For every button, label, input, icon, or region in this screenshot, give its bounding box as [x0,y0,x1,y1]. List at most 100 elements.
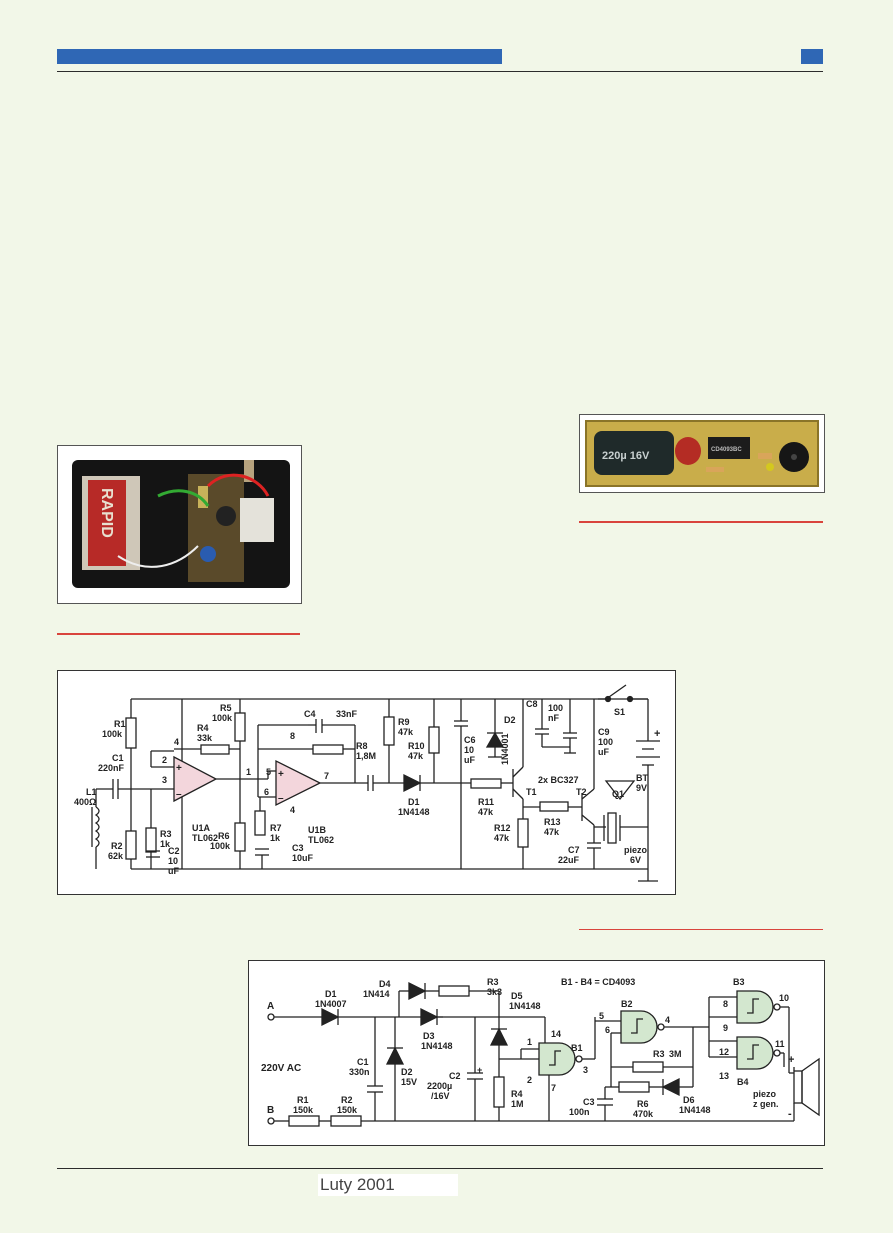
svg-text:uF: uF [598,747,609,757]
svg-text:C2: C2 [449,1071,461,1081]
svg-text:C9: C9 [598,727,610,737]
svg-text:1,8M: 1,8M [356,751,376,761]
capacitor-marking: 220µ 16V [602,450,650,462]
svg-text:R1: R1 [297,1095,309,1105]
svg-text:+: + [654,728,660,740]
svg-text:C1: C1 [357,1057,369,1067]
svg-text:C1: C1 [112,753,124,763]
svg-text:R12: R12 [494,823,511,833]
svg-text:R4: R4 [197,723,209,733]
pcb-photo: 220µ 16V CD4093BC [579,414,825,493]
svg-text:220V AC: 220V AC [261,1063,301,1074]
svg-text:2200µ: 2200µ [427,1081,452,1091]
svg-text:62k: 62k [108,851,124,861]
svg-text:uF: uF [464,755,475,765]
svg-text:3k3: 3k3 [487,987,502,997]
svg-text:R7: R7 [270,823,282,833]
svg-text:1N414: 1N414 [363,989,390,999]
device-photo: RAPID [57,445,302,604]
svg-text:10: 10 [464,745,474,755]
svg-text:12: 12 [719,1047,729,1057]
svg-text:10uF: 10uF [292,853,314,863]
svg-text:C7: C7 [568,845,580,855]
svg-text:9V: 9V [636,783,647,793]
svg-text:5: 5 [266,767,271,777]
svg-text:R3: R3 [487,977,499,987]
svg-text:C3: C3 [292,843,304,853]
svg-text:400Ω: 400Ω [74,797,96,807]
svg-text:100k: 100k [102,729,123,739]
circuit-diagram-1: R1 100k C1 220nF L1 400Ω R2 62k R3 1k C2… [57,670,676,895]
svg-text:BT: BT [636,773,648,783]
svg-text:14: 14 [551,1029,561,1039]
svg-text:R1: R1 [114,719,126,729]
svg-text:1N4148: 1N4148 [421,1041,453,1051]
svg-text:piezo: piezo [624,845,648,855]
svg-text:3: 3 [162,775,167,785]
svg-text:11: 11 [775,1039,785,1049]
svg-text:R13: R13 [544,817,561,827]
svg-text:47k: 47k [408,751,424,761]
svg-text:2x BC327: 2x BC327 [538,775,579,785]
caption-rule-right [579,521,823,523]
svg-text:R4: R4 [511,1089,523,1099]
svg-text:4: 4 [290,805,295,815]
battery-label: RAPID [98,488,115,538]
svg-text:B1: B1 [571,1043,583,1053]
svg-text:R2: R2 [341,1095,353,1105]
svg-text:R3: R3 [160,829,172,839]
svg-text:8: 8 [723,999,728,1009]
svg-text:C6: C6 [464,735,476,745]
svg-text:B1 - B4 = CD4093: B1 - B4 = CD4093 [561,977,635,987]
svg-text:B3: B3 [733,977,745,987]
svg-text:Q1: Q1 [612,789,624,799]
svg-text:8: 8 [290,731,295,741]
svg-text:3: 3 [583,1065,588,1075]
svg-text:–: – [278,793,284,804]
svg-text:–: – [176,789,182,800]
svg-text:5: 5 [599,1011,604,1021]
svg-text:10: 10 [779,993,789,1003]
svg-text:1M: 1M [511,1099,524,1109]
svg-text:6V: 6V [630,855,641,865]
svg-text:T2: T2 [576,787,587,797]
svg-text:D1: D1 [325,989,337,999]
caption-rule-mid [579,929,823,930]
svg-text:D2: D2 [504,715,516,725]
svg-text:D3: D3 [423,1031,435,1041]
svg-text:B: B [267,1105,274,1116]
svg-text:330n: 330n [349,1067,370,1077]
header-rule [57,71,823,72]
svg-text:100k: 100k [212,713,233,723]
footer-rule [57,1168,823,1169]
svg-text:R11: R11 [478,797,494,807]
svg-text:1N4148: 1N4148 [509,1001,541,1011]
svg-text:+: + [176,763,182,774]
svg-text:220nF: 220nF [98,763,125,773]
svg-text:R6: R6 [637,1099,649,1109]
svg-text:C4: C4 [304,709,316,719]
svg-text:33nF: 33nF [336,709,358,719]
svg-text:-: - [788,1108,792,1120]
svg-text:D5: D5 [511,991,523,1001]
svg-text:22uF: 22uF [558,855,580,865]
svg-text:47k: 47k [544,827,560,837]
svg-text:47k: 47k [478,807,494,817]
svg-text:/16V: /16V [431,1091,450,1101]
svg-text:1N4001: 1N4001 [500,733,510,765]
caption-rule-left [57,633,300,635]
svg-text:150k: 150k [293,1105,314,1115]
svg-text:R10: R10 [408,741,425,751]
svg-text:D4: D4 [379,979,391,989]
svg-text:100k: 100k [210,841,231,851]
svg-text:4: 4 [665,1015,670,1025]
svg-text:T1: T1 [526,787,537,797]
svg-text:TL062: TL062 [308,835,334,845]
svg-text:D2: D2 [401,1067,413,1077]
svg-text:piezo: piezo [753,1089,777,1099]
svg-text:R3: R3 [653,1049,665,1059]
svg-text:470k: 470k [633,1109,654,1119]
svg-text:10: 10 [168,856,178,866]
svg-text:6: 6 [605,1025,610,1035]
page-number-box [801,49,823,64]
